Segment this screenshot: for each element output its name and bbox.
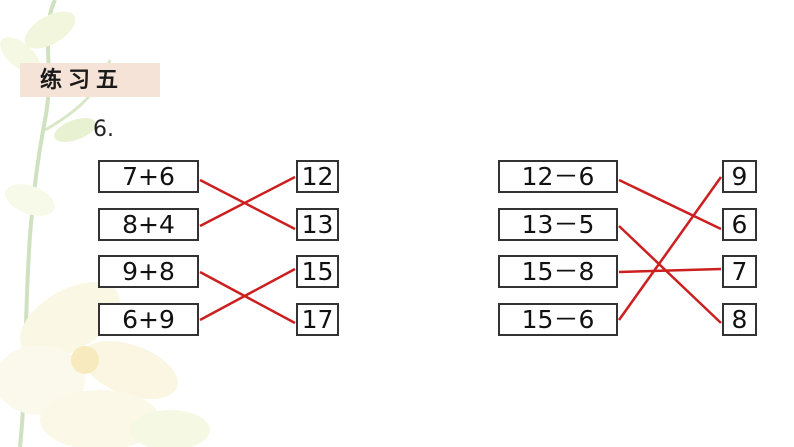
question-number: 6. [93, 117, 114, 142]
left-answer-1: 12 [296, 160, 339, 193]
left-answer-3: 15 [296, 255, 339, 288]
left-expression-4: 6+9 [98, 303, 199, 336]
left-expression-2: 8+4 [98, 208, 199, 241]
title-banner [20, 63, 160, 97]
right-expression-3: 15－8 [498, 255, 618, 288]
right-answer-2: 6 [722, 208, 757, 241]
right-answer-1: 9 [722, 160, 757, 193]
left-expression-1: 7+6 [98, 160, 199, 193]
left-answer-2: 13 [296, 208, 339, 241]
right-answer-3: 7 [722, 255, 757, 288]
right-expression-1: 12－6 [498, 160, 618, 193]
right-answer-4: 8 [722, 303, 757, 336]
right-expression-4: 15－6 [498, 303, 618, 336]
section-title: 练习五 [40, 68, 125, 93]
left-answer-4: 17 [296, 303, 339, 336]
left-expression-3: 9+8 [98, 255, 199, 288]
right-expression-2: 13－5 [498, 208, 618, 241]
